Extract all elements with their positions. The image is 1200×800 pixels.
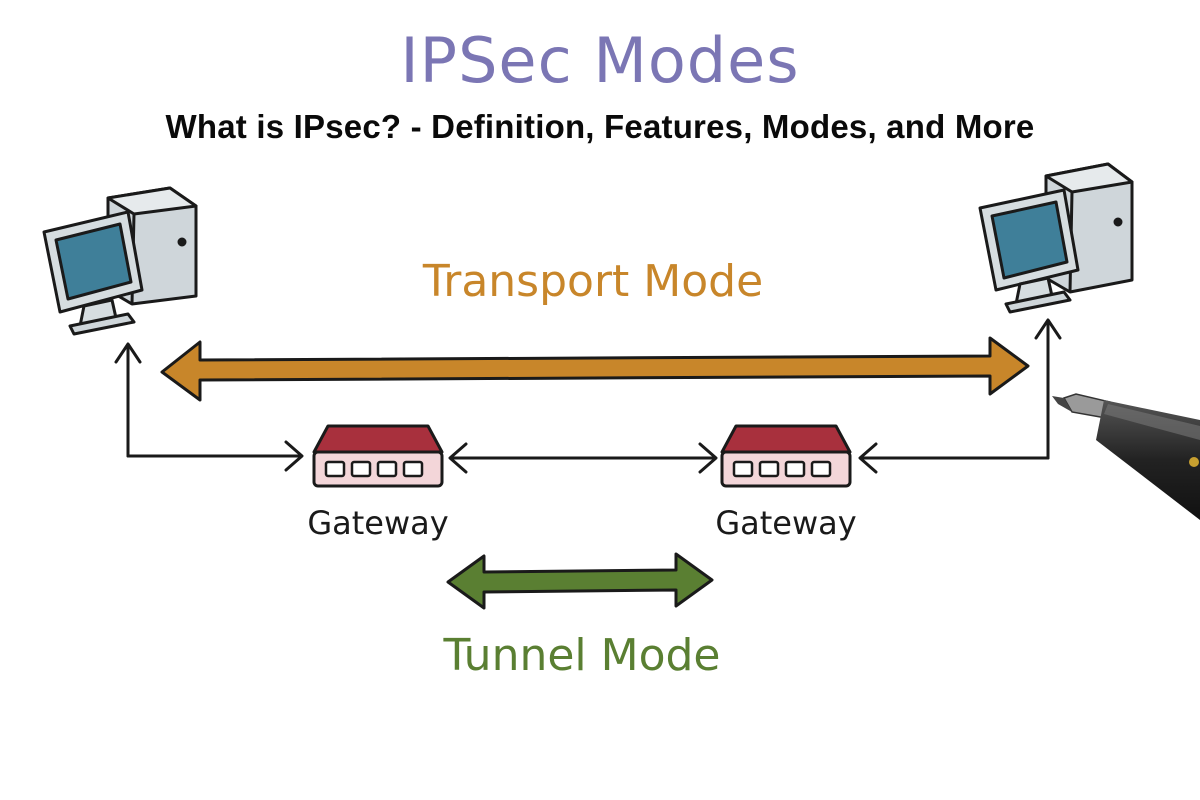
connection-lines xyxy=(114,318,1062,474)
tunnel-mode-arrow xyxy=(446,552,714,610)
transport-mode-label: Transport Mode xyxy=(422,256,763,307)
computer-icon-left xyxy=(42,186,198,336)
banner-title: What is IPsec? - Definition, Features, M… xyxy=(165,108,1035,145)
gateway-icon-left xyxy=(312,424,444,488)
gateway-right-label: Gateway xyxy=(715,504,856,542)
computer-icon-right xyxy=(978,162,1134,314)
pen-icon xyxy=(1052,393,1200,520)
tunnel-mode-label: Tunnel Mode xyxy=(442,630,720,681)
gateway-left-label: Gateway xyxy=(307,504,448,542)
transport-mode-arrow xyxy=(160,336,1030,402)
diagram-heading: IPSec Modes xyxy=(400,24,799,97)
gateway-icon-right xyxy=(720,424,852,488)
